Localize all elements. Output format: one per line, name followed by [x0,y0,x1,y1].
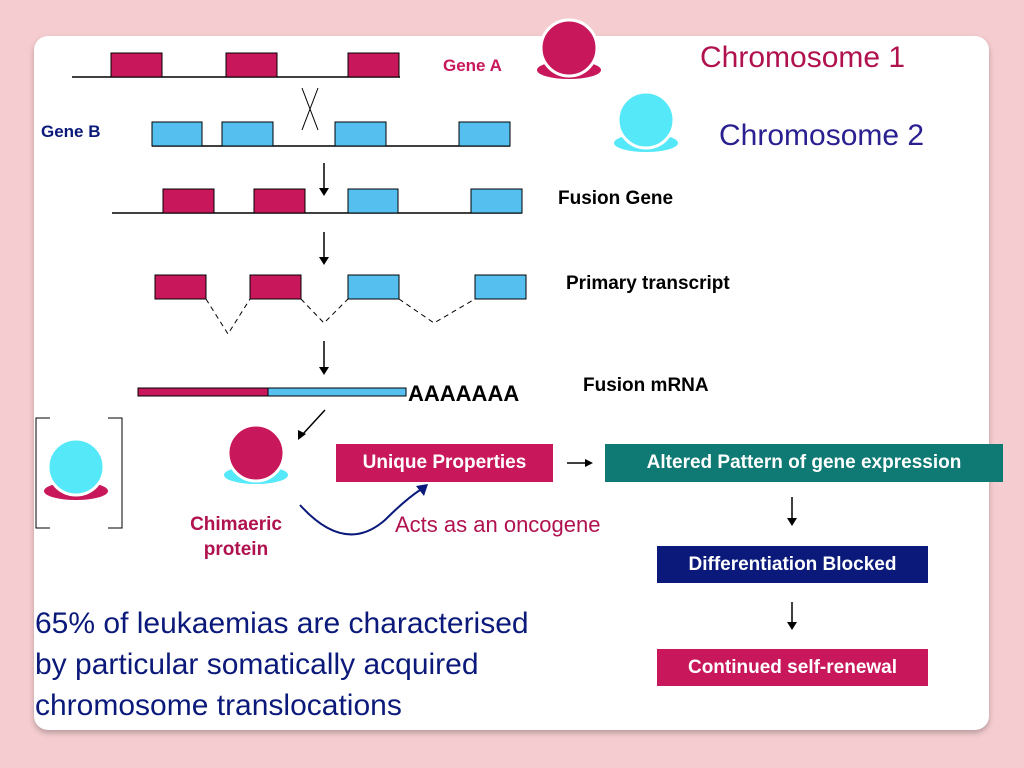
splice-line-1 [205,298,251,335]
gene-a-row [72,52,400,78]
chimaeric-protein-label: Chimaeric protein [176,512,296,562]
left-bracket [35,417,50,529]
gene-b-exon-3 [334,121,387,147]
down-arrow-5 [787,602,797,630]
gene-a-protein-icon [537,18,601,79]
transcript-exon-a-1 [154,274,207,300]
bracketed-protein [35,417,123,529]
splice-line-2 [300,298,349,324]
differentiation-blocked-box: Differentiation Blocked [657,546,928,583]
fusion-mrna-label: Fusion mRNA [583,375,709,396]
gene-b-row [151,121,511,147]
fusion-gene-row [112,188,523,214]
fusion-exon-b-1 [347,188,399,214]
down-arrow-4 [787,497,797,526]
chromosome-2-protein-icon [614,90,678,152]
gene-a-label: Gene A [443,56,502,75]
chromosome-1-label: Chromosome 1 [700,41,906,74]
chimaeric-protein-line-2: protein [203,539,269,560]
acts-as-oncogene-label: Acts as an oncogene [395,512,601,537]
continued-self-renewal-box: Continued self-renewal [657,649,928,686]
chromosome-2-label: Chromosome 2 [719,119,925,152]
summary-line-3: chromosome translocations [35,689,402,722]
unique-properties-box: Unique Properties [336,444,553,482]
gene-a-exon-3 [347,52,400,78]
gene-b-label: Gene B [41,122,101,141]
right-arrow-small [567,459,593,467]
crossover-mark [301,87,319,131]
down-arrow-1 [319,163,329,196]
primary-transcript-label: Primary transcript [566,273,730,294]
poly-a-tail: AAAAAAA [408,381,520,406]
slide-panel [34,36,989,730]
gene-b-exon-2 [221,121,274,147]
summary-line-1: 65% of leukaemias are characterised [35,607,529,640]
gene-b-exon-4 [458,121,511,147]
right-bracket [108,417,123,529]
down-arrow-2 [319,232,329,265]
chimaeric-protein-icon [224,423,288,484]
normal-protein-head [46,437,106,497]
transcript-exon-b-2 [474,274,527,300]
down-arrow-3 [319,341,329,375]
splice-line-3 [398,298,476,324]
fusion-exon-a-1 [162,188,215,214]
mrna-segment-b [267,387,407,397]
gene-a-exon-1 [110,52,163,78]
fusion-gene-label: Fusion Gene [558,188,674,209]
gene-b-exon-1 [151,121,203,147]
fusion-exon-b-2 [470,188,523,214]
fusion-mrna-bar [137,387,407,397]
summary-line-2: by particular somatically acquired [35,648,479,681]
primary-transcript-row [154,274,527,335]
chimaeric-protein-line-1: Chimaeric [190,514,282,535]
diagonal-arrow [298,409,326,440]
oncogene-curve-arrow [299,484,428,536]
altered-pattern-box: Altered Pattern of gene expression [605,444,1003,482]
gene-a-exon-2 [225,52,278,78]
mrna-segment-a [137,387,269,397]
transcript-exon-b-1 [347,274,400,300]
fusion-exon-a-2 [253,188,306,214]
transcript-exon-a-2 [249,274,302,300]
summary-text: 65% of leukaemias are characterised by p… [35,603,529,726]
